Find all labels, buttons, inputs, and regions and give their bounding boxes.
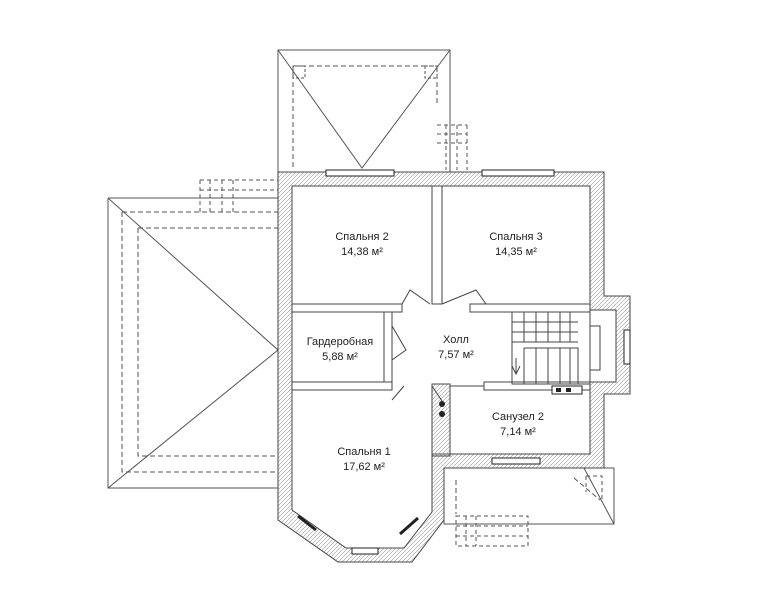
bathroom-fixtures [439,385,583,417]
room-area: 14,35 м² [495,246,537,258]
room-name: Санузел 2 [492,411,544,423]
room-spalnya-3: Спальня 3 14,35 м² [489,231,542,258]
room-labels: Спальня 2 14,38 м² Спальня 3 14,35 м² Га… [307,231,544,473]
room-area: 17,62 м² [343,461,385,473]
room-spalnya-1: Спальня 1 17,62 м² [337,446,390,473]
room-name: Холл [443,334,469,346]
room-garderobnaya: Гардеробная 5,88 м² [307,336,374,363]
roof-bottom [443,467,615,547]
room-spalnya-2: Спальня 2 14,38 м² [335,231,388,258]
room-area: 5,88 м² [322,351,358,363]
staircase [511,311,601,385]
room-name: Спальня 2 [335,231,388,243]
interior-walls [291,185,591,457]
room-name: Спальня 3 [489,231,542,243]
exterior-walls [277,171,631,563]
room-sanuzel-2: Санузел 2 7,14 м² [492,411,544,438]
room-name: Спальня 1 [337,446,390,458]
roof-top [277,49,468,173]
room-holl: Холл 7,57 м² [438,334,474,361]
room-area: 7,57 м² [438,349,474,361]
room-name: Гардеробная [307,336,374,348]
windows [297,169,631,555]
room-area: 14,38 м² [341,246,383,258]
roof-left [107,179,279,489]
room-area: 7,14 м² [500,426,536,438]
